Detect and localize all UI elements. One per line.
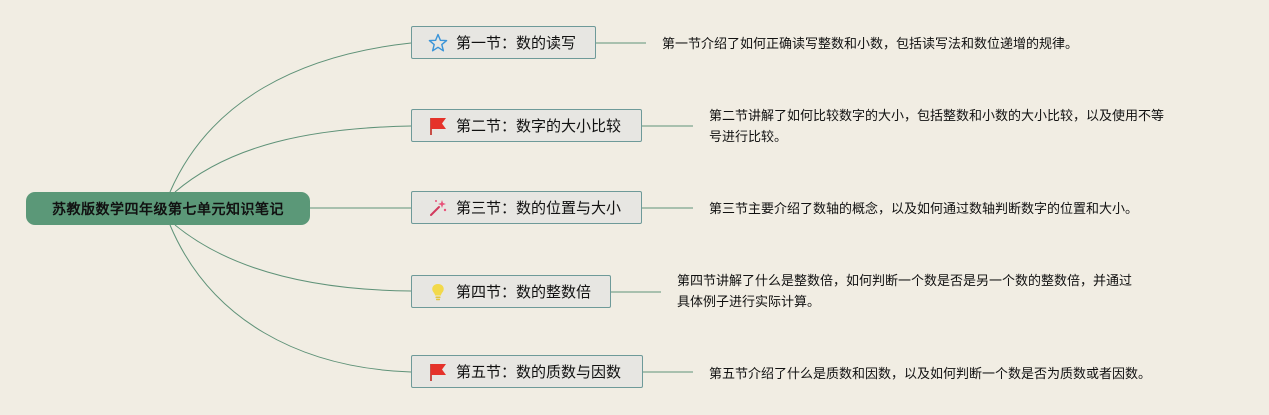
topic-label: 第二节：数字的大小比较 [456, 117, 622, 135]
topic-label: 第五节：数的质数与因数 [456, 363, 622, 381]
note-line: 第三节主要介绍了数轴的概念，以及如何通过数轴判断数字的位置和大小。 [709, 202, 1139, 217]
topic-section-5[interactable]: 第五节：数的质数与因数 [411, 355, 643, 388]
red-flag-icon [428, 116, 448, 136]
topic-note-1: 第一节介绍了如何正确读写整数和小数，包括读写法和数位递增的规律。 [662, 34, 1078, 55]
note-line: 号进行比较。 [709, 130, 788, 145]
topic-section-4[interactable]: 第四节：数的整数倍 [411, 275, 611, 308]
note-line: 具体例子进行实际计算。 [677, 295, 821, 310]
magic-wand-icon [428, 198, 448, 218]
topic-section-3[interactable]: 第三节：数的位置与大小 [411, 191, 642, 224]
note-line: 第五节介绍了什么是质数和因数，以及如何判断一个数是否为质数或者因数。 [709, 367, 1152, 382]
topic-section-1[interactable]: 第一节：数的读写 [411, 26, 596, 59]
root-topic[interactable]: 苏教版数学四年级第七单元知识笔记 [26, 192, 310, 225]
topic-note-4: 第四节讲解了什么是整数倍，如何判断一个数是否是另一个数的整数倍，并通过 具体例子… [677, 271, 1132, 313]
topic-label: 第三节：数的位置与大小 [456, 199, 622, 217]
branch-5 [169, 224, 412, 373]
topic-note-5: 第五节介绍了什么是质数和因数，以及如何判断一个数是否为质数或者因数。 [709, 364, 1151, 385]
red-flag-icon [428, 362, 448, 382]
note-line: 第四节讲解了什么是整数倍，如何判断一个数是否是另一个数的整数倍，并通过 [677, 274, 1133, 289]
branch-2 [174, 125, 412, 193]
topic-label: 第四节：数的整数倍 [456, 283, 592, 301]
star-icon [428, 33, 448, 53]
branch-4 [174, 224, 412, 292]
topic-label: 第一节：数的读写 [456, 34, 577, 52]
topic-section-2[interactable]: 第二节：数字的大小比较 [411, 109, 642, 142]
note-line: 第二节讲解了如何比较数字的大小，包括整数和小数的大小比较，以及使用不等 [709, 109, 1165, 124]
branch-1 [169, 42, 412, 193]
lightbulb-icon [428, 282, 448, 302]
topic-note-3: 第三节主要介绍了数轴的概念，以及如何通过数轴判断数字的位置和大小。 [709, 199, 1138, 220]
note-line: 第一节介绍了如何正确读写整数和小数，包括读写法和数位递增的规律。 [662, 37, 1079, 52]
topic-note-2: 第二节讲解了如何比较数字的大小，包括整数和小数的大小比较，以及使用不等 号进行比… [709, 106, 1164, 148]
